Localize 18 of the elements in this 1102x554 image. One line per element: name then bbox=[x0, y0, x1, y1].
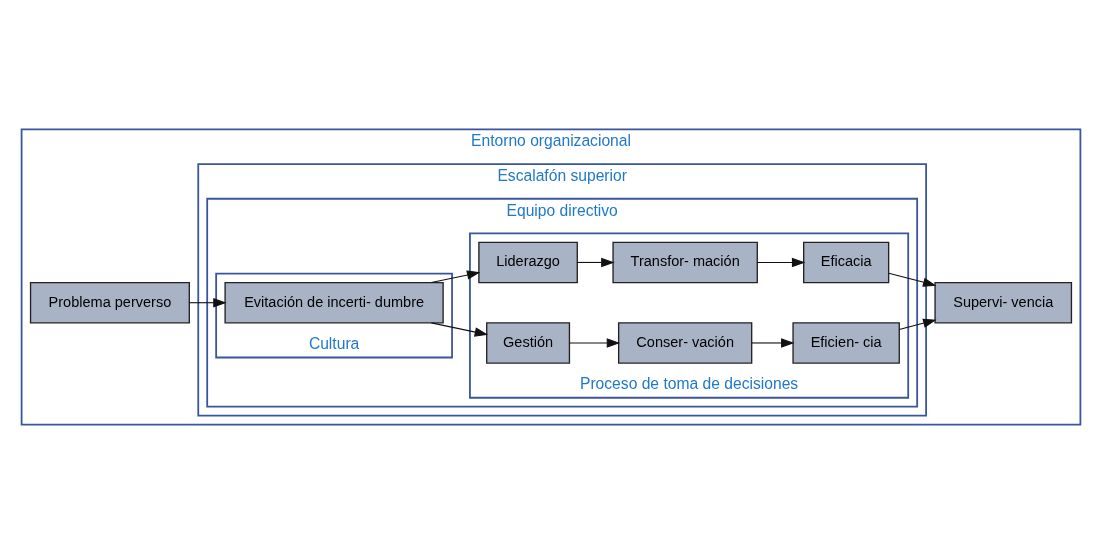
arrow bbox=[898, 318, 937, 330]
arrow bbox=[751, 338, 795, 348]
arrow bbox=[576, 257, 615, 268]
arrow bbox=[888, 272, 937, 287]
node-box: Problema perverso bbox=[29, 281, 190, 324]
node-box: Evitación de incerti- dumbre bbox=[224, 281, 444, 324]
arrow bbox=[430, 270, 481, 284]
node-box: Gestión bbox=[486, 322, 571, 364]
node-box: Conser- vación bbox=[617, 322, 753, 364]
arrow bbox=[756, 257, 806, 268]
arrow bbox=[568, 338, 621, 348]
node-box: Supervi- vencia bbox=[934, 281, 1073, 324]
node-box: Transfor- mación bbox=[612, 241, 758, 284]
arrow bbox=[189, 298, 227, 308]
node-box: Liderazgo bbox=[478, 241, 578, 284]
node-box: Eficacia bbox=[803, 241, 890, 284]
node-box: Eficien- cia bbox=[792, 322, 900, 364]
arrow bbox=[430, 322, 489, 337]
